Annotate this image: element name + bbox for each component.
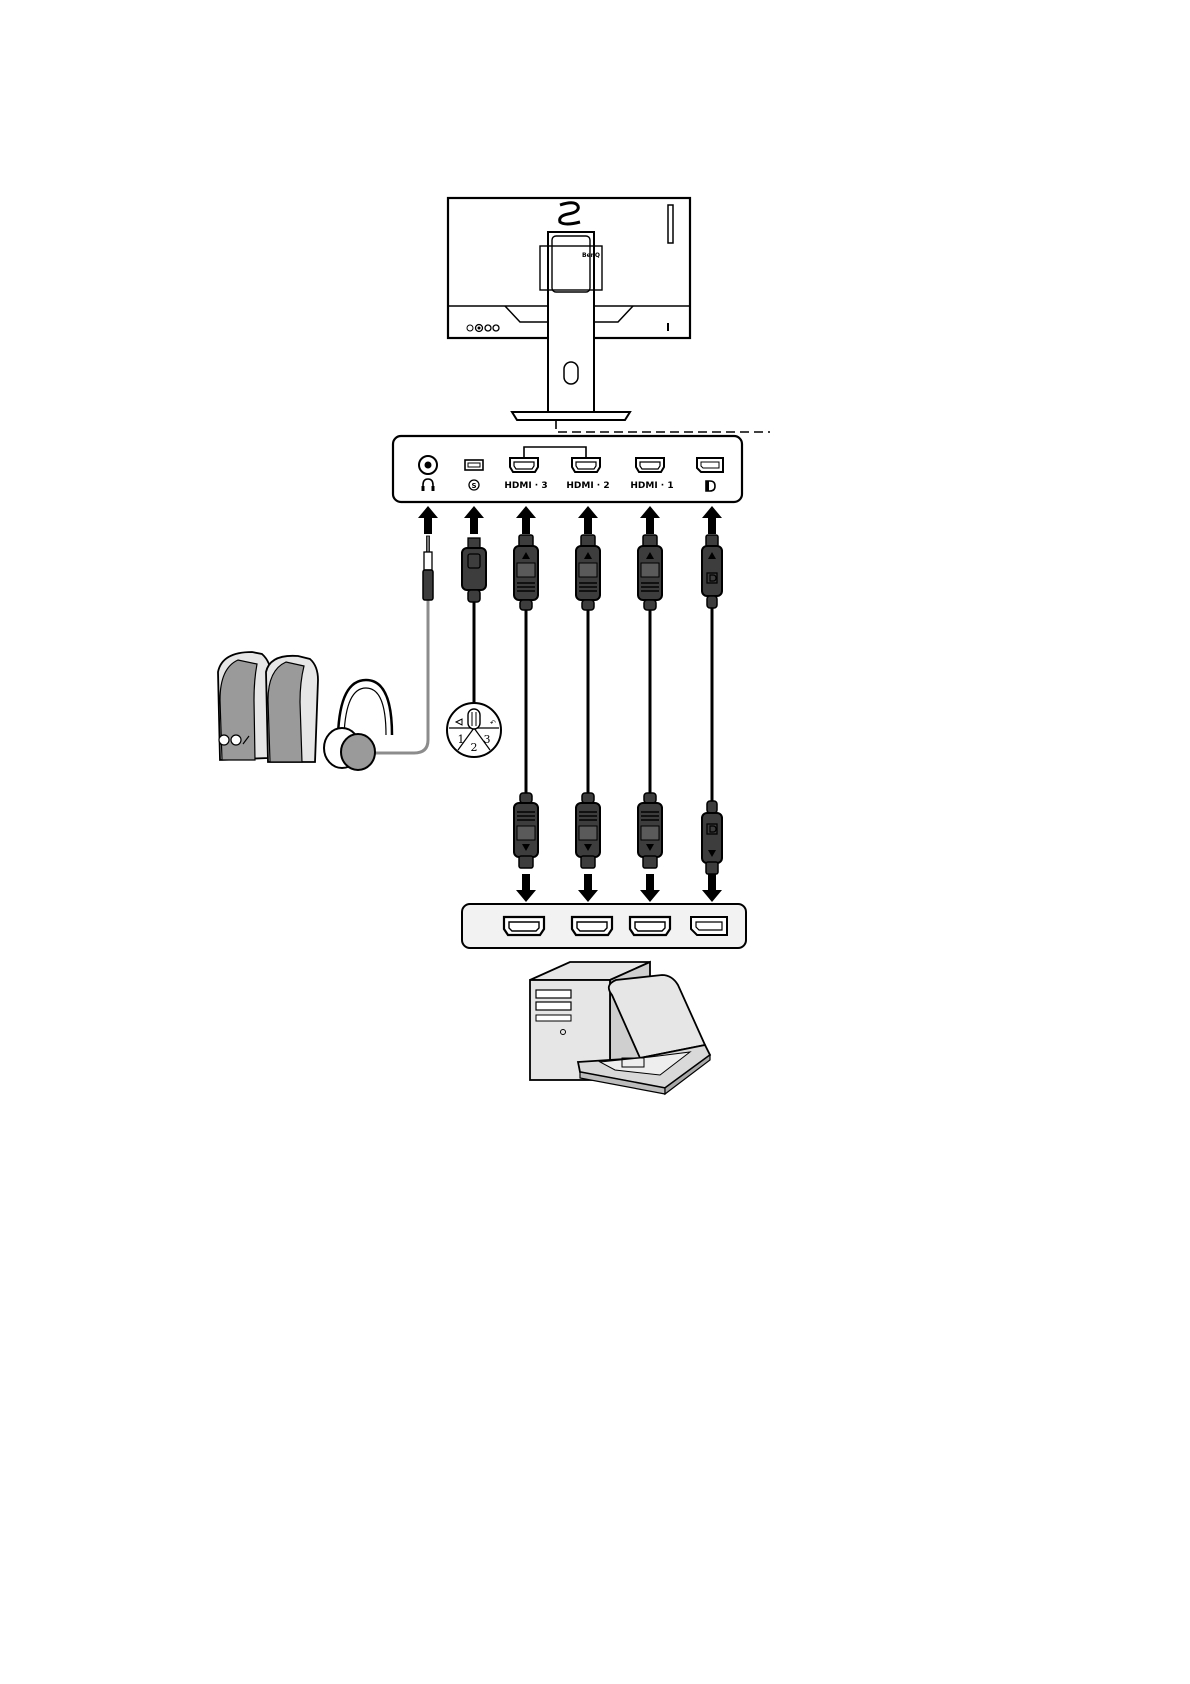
monitor-rear: BenQ (448, 198, 690, 420)
pc-hdmi-port[interactable] (572, 917, 612, 935)
speakers (218, 652, 318, 762)
displayport-cable (702, 535, 722, 874)
displayport-port[interactable] (697, 458, 723, 472)
hdmi-2-cable (576, 535, 600, 868)
puck-number-1: 1 (458, 733, 465, 746)
pc-port-panel (462, 904, 746, 948)
hdmi-1-port[interactable] (636, 458, 664, 472)
s-switch-puck[interactable]: ↶ 1 2 3 (447, 703, 501, 757)
brand-mark: BenQ (582, 252, 600, 259)
svg-text:S: S (471, 482, 476, 490)
puck-number-3: 3 (484, 733, 491, 746)
pc-hdmi-port[interactable] (504, 917, 544, 935)
arrow-icon (418, 506, 722, 534)
pc-displayport-port[interactable] (691, 917, 727, 935)
arrow-icon (516, 874, 722, 902)
svg-text:↶: ↶ (490, 719, 496, 727)
pc-hdmi-port[interactable] (630, 917, 670, 935)
hdmi-1-label: HDMI · 1 (630, 481, 673, 491)
s-switch-cable (462, 538, 486, 705)
hdmi-1-cable (638, 535, 662, 868)
hdmi-3-port[interactable] (510, 458, 538, 472)
s-switch-port[interactable] (465, 460, 483, 470)
puck-number-2: 2 (471, 741, 478, 754)
hdmi-2-label: HDMI · 2 (566, 481, 609, 491)
headphones (324, 680, 392, 770)
zoom-callout-line (556, 420, 770, 432)
headphone-jack[interactable] (419, 456, 437, 474)
audio-cable (375, 536, 433, 753)
hdmi-3-label: HDMI · 3 (504, 481, 547, 491)
monitor-port-panel: S HDMI · 3 HDMI · 2 HDMI · 1 (393, 436, 742, 502)
hdmi-2-port[interactable] (572, 458, 600, 472)
hdmi-3-cable (514, 535, 538, 868)
s-switch-icon: S (469, 480, 479, 490)
